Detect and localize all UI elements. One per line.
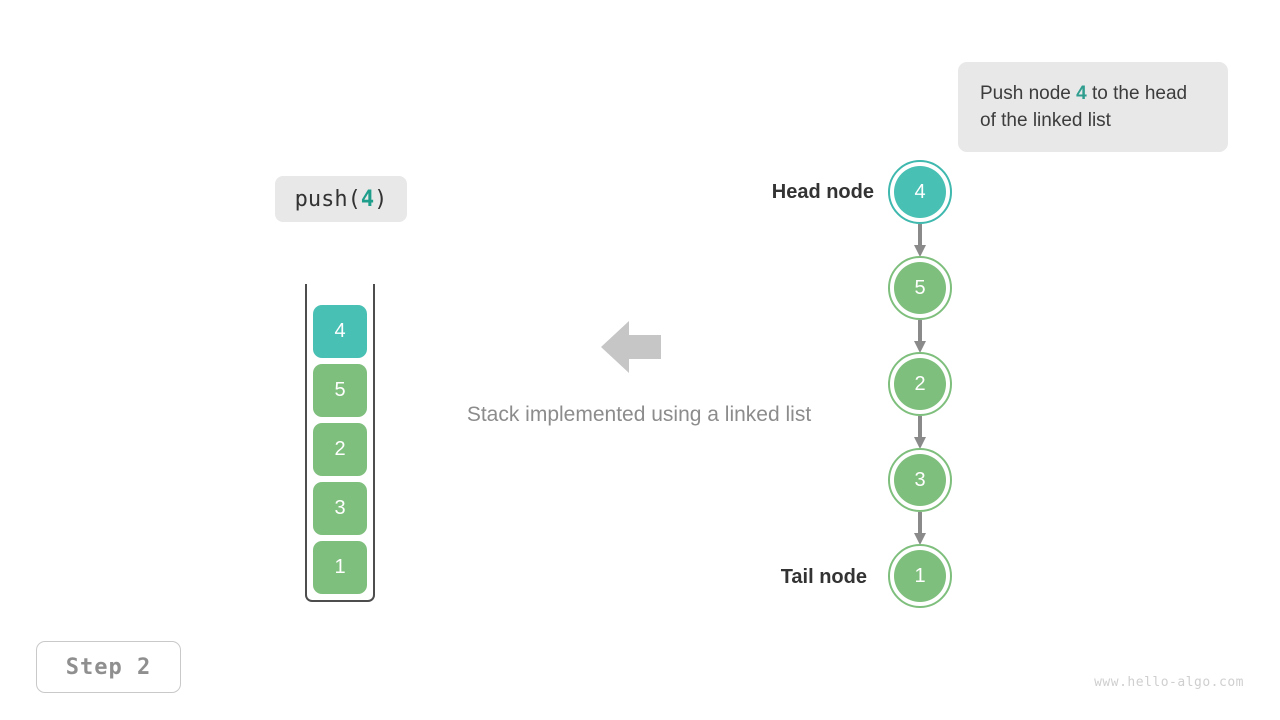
tail-node-label: Tail node xyxy=(780,566,867,588)
stack-cell-value: 1 xyxy=(334,556,346,578)
callout-text-after: to the head of the linked list xyxy=(980,83,1188,131)
stack-container: 4 5 2 3 1 xyxy=(305,284,375,602)
list-node-value: 1 xyxy=(914,564,926,587)
watermark: www.hello-algo.com xyxy=(1094,675,1244,690)
operation-name: push xyxy=(294,186,348,212)
list-node-disc: 3 xyxy=(894,454,946,506)
link-arrow xyxy=(914,320,926,353)
link-arrow xyxy=(914,224,926,257)
list-node-value: 5 xyxy=(914,276,926,299)
stack-cell-value: 5 xyxy=(334,379,346,401)
diagram-caption-text: Stack implemented using a linked list xyxy=(466,403,812,426)
list-node-value: 4 xyxy=(914,180,926,203)
linked-list: 4 5 2 3 1 xyxy=(888,160,952,610)
stack-cell-value: 2 xyxy=(334,438,346,460)
callout-box: Push node 4 to the head of the linked li… xyxy=(958,62,1228,152)
list-node-head: 4 xyxy=(888,160,952,224)
list-node: 5 xyxy=(888,256,952,320)
stack-cell-list: 4 5 2 3 1 xyxy=(313,305,367,594)
left-arrow-icon xyxy=(601,318,661,376)
operation-close-paren: ) xyxy=(374,186,388,212)
stack-cell: 5 xyxy=(313,364,367,417)
link-arrow xyxy=(914,512,926,545)
stack-cell: 1 xyxy=(313,541,367,594)
stack-cell: 4 xyxy=(313,305,367,358)
callout-text-before: Push node xyxy=(980,83,1077,104)
operation-argument: 4 xyxy=(360,186,375,212)
link-arrow xyxy=(914,416,926,449)
list-node: 2 xyxy=(888,352,952,416)
list-node: 3 xyxy=(888,448,952,512)
list-node-disc: 1 xyxy=(894,550,946,602)
stack-frame xyxy=(305,284,375,602)
stack-cell: 2 xyxy=(313,423,367,476)
list-node-value: 3 xyxy=(914,468,926,491)
head-node-label: Head node xyxy=(771,181,874,203)
list-node-tail: 1 xyxy=(888,544,952,608)
stack-cell: 3 xyxy=(313,482,367,535)
list-node-disc: 4 xyxy=(894,166,946,218)
stack-cell-value: 4 xyxy=(334,320,346,342)
diagram-caption: Stack implemented using a linked list xyxy=(0,403,1280,427)
operation-pill: push(4) xyxy=(275,176,407,222)
operation-open-paren: ( xyxy=(347,186,361,212)
callout-highlight-value: 4 xyxy=(1076,83,1087,104)
stack-cell-value: 3 xyxy=(334,497,346,519)
list-node-value: 2 xyxy=(914,372,926,395)
list-node-disc: 2 xyxy=(894,358,946,410)
step-badge: Step 2 xyxy=(36,641,181,693)
list-node-disc: 5 xyxy=(894,262,946,314)
